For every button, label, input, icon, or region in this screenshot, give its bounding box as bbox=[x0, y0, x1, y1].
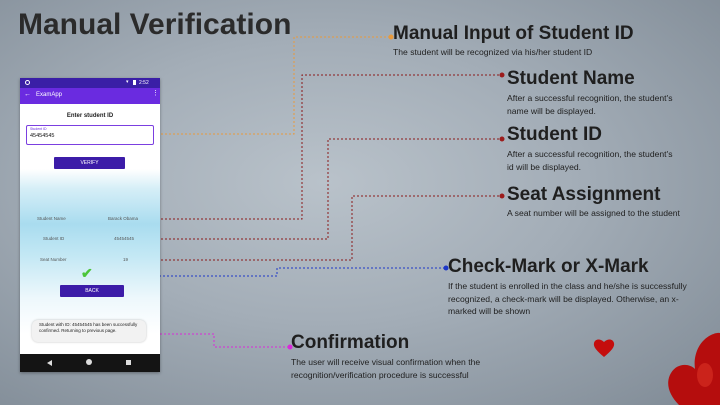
annotation-title-student-name: Student Name bbox=[507, 68, 635, 89]
wifi-icon: ▾ bbox=[126, 79, 129, 85]
student-id-input[interactable]: Student ID 45454545 bbox=[26, 125, 154, 145]
annotation-desc-student-id: After a successful recognition, the stud… bbox=[507, 149, 673, 172]
nav-home-icon[interactable] bbox=[86, 359, 92, 365]
back-button[interactable]: BACK bbox=[60, 285, 124, 297]
annotation-title-confirmation: Confirmation bbox=[291, 332, 410, 353]
connector-check bbox=[107, 267, 446, 277]
annotation-title-manual-input: Manual Input of Student ID bbox=[393, 23, 634, 44]
input-value: 45454545 bbox=[30, 133, 55, 139]
heart-decoration-large bbox=[668, 332, 720, 405]
connector-student-id bbox=[153, 138, 502, 240]
status-bar: ▾ 2:52 bbox=[20, 78, 160, 88]
connector-dot bbox=[499, 193, 505, 199]
student-id-value: 45454545 bbox=[114, 236, 135, 241]
connector-dot bbox=[388, 34, 394, 40]
annotation-title-student-id: Student ID bbox=[507, 124, 602, 145]
battery-icon bbox=[133, 80, 136, 85]
check-mark-icon: ✔ bbox=[81, 265, 93, 281]
app-screen: Enter student ID Student ID 45454545 VER… bbox=[20, 104, 160, 354]
seat-number-value: 19 bbox=[123, 257, 129, 262]
status-time: 2:52 bbox=[139, 80, 149, 86]
prompt-text: Enter student ID bbox=[66, 113, 114, 119]
connector-dot bbox=[499, 72, 505, 78]
annotation-desc-manual-input: The student will be recognized via his/h… bbox=[393, 47, 593, 57]
slide-title: Manual Verification bbox=[18, 8, 292, 41]
app-bar: ← ExamApp ⋮ bbox=[20, 88, 160, 104]
connector-dot bbox=[499, 136, 505, 142]
toast-message: Student with ID: 45454545 has been succe… bbox=[39, 322, 138, 333]
seat-number-label: Seat Number bbox=[40, 257, 67, 262]
connector-student-name bbox=[153, 74, 502, 220]
annotation-desc-student-name: After a successful recognition, the stud… bbox=[507, 93, 673, 116]
annotation-desc-check-mark: If the student is enrolled in the class … bbox=[448, 281, 687, 316]
connector-confirmation bbox=[148, 333, 290, 348]
annotation-desc-seat-assignment: A seat number will be assigned to the st… bbox=[507, 208, 680, 218]
verify-button[interactable]: VERIFY bbox=[54, 157, 125, 169]
input-label: Student ID bbox=[30, 127, 47, 131]
nav-back-icon[interactable] bbox=[47, 360, 52, 366]
connector-seat bbox=[153, 195, 502, 261]
student-name-value: Barack Obama bbox=[108, 216, 139, 221]
annotation-title-seat-assignment: Seat Assignment bbox=[507, 184, 661, 205]
android-nav-bar bbox=[20, 354, 160, 372]
app-title: ExamApp bbox=[36, 92, 63, 98]
annotation-desc-confirmation: The user will receive visual confirmatio… bbox=[291, 357, 481, 380]
student-id-label: Student ID bbox=[43, 236, 65, 241]
heart-decoration-small bbox=[593, 339, 615, 357]
overflow-menu-icon[interactable]: ⋮ bbox=[152, 90, 159, 97]
confirmation-toast: Student with ID: 45454545 has been succe… bbox=[32, 320, 146, 342]
annotation-title-check-mark: Check-Mark or X-Mark bbox=[448, 256, 649, 277]
connector-dot bbox=[287, 344, 293, 350]
nav-recents-icon[interactable] bbox=[126, 360, 131, 365]
connector-manual-input bbox=[153, 36, 391, 135]
back-arrow-icon[interactable]: ← bbox=[24, 91, 31, 98]
student-name-label: Student Name bbox=[37, 216, 66, 221]
notification-icon bbox=[25, 80, 30, 85]
phone-screenshot: ▾ 2:52 ← ExamApp ⋮ Enter student ID Stud… bbox=[20, 78, 160, 372]
connector-dot bbox=[443, 265, 449, 271]
